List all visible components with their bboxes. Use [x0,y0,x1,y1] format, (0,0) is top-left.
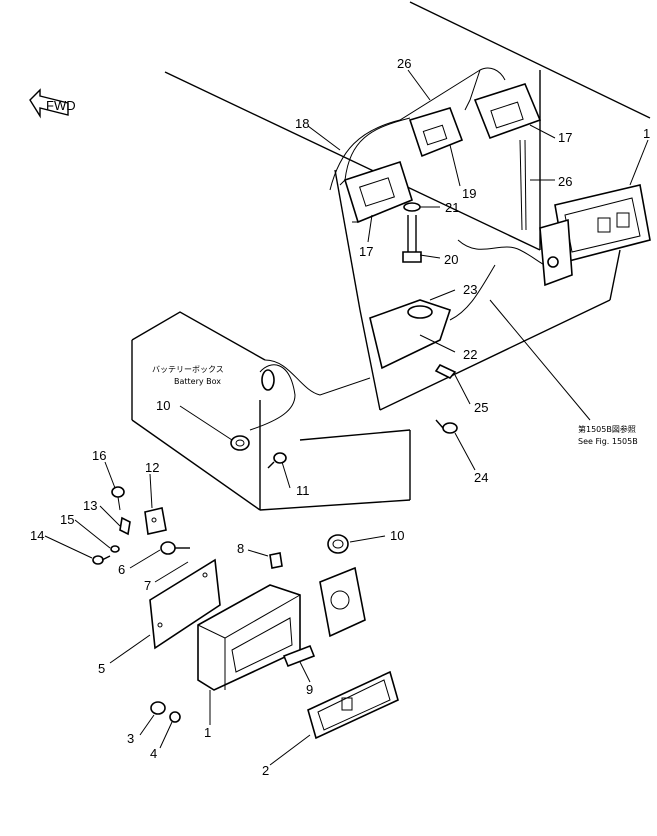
callout-1-right: 1 [643,126,650,141]
bolt-6 [160,541,190,555]
callout-2: 2 [262,763,269,778]
callout-23: 23 [463,282,477,297]
callout-9: 9 [306,682,313,697]
bolt-20 [402,202,422,263]
callout-14: 14 [30,528,44,543]
callout-1-lower: 1 [204,725,211,740]
bolt-24 [435,419,458,434]
callout-6: 6 [118,562,125,577]
nut-3 [150,701,166,715]
screw-16 [111,486,125,511]
fwd-label: FWD [46,98,76,113]
callout-15: 15 [60,512,74,527]
callout-8: 8 [237,541,244,556]
callout-20: 20 [444,252,458,267]
grommet-10-upper [230,435,250,451]
see-fig-jp: 第1505B図参照 [578,424,636,434]
callout-labels: 1 26 18 17 26 19 21 17 20 23 22 25 24 10… [30,56,650,778]
bolt-11 [267,452,287,469]
work-lamp-left [339,160,413,224]
callout-26-right: 26 [558,174,572,189]
battery-box-en: Battery Box [174,377,221,386]
washer-4 [169,711,181,723]
bulb-9 [282,644,316,668]
cover-plate-5 [149,558,221,650]
callout-25: 25 [474,400,488,415]
callout-17-right: 17 [558,130,572,145]
battery-box [131,311,411,511]
callout-13: 13 [83,498,97,513]
callout-21: 21 [445,200,459,215]
leader-lines [44,69,649,766]
callout-10-upper: 10 [156,398,170,413]
bracket-22-23 [369,299,457,379]
lamp-housing-lower [197,584,301,691]
battery-box-jp: バッテリーボックス [152,365,224,374]
battery-box-note: バッテリーボックス Battery Box [152,365,224,386]
screw-14 [92,555,111,565]
see-fig-note: 第1505B図参照 See Fig. 1505B [578,424,638,446]
callout-11: 11 [296,483,310,498]
see-fig-en: See Fig. 1505B [578,437,638,446]
lamp-assembly-right [539,184,651,287]
callout-12: 12 [145,460,159,475]
callout-26-top: 26 [397,56,411,71]
callout-18: 18 [295,116,309,131]
bracket-12 [144,507,167,535]
cab-frame [164,1,651,411]
work-lamp-center [408,107,464,158]
work-lamp-right [473,83,542,140]
callout-19: 19 [462,186,476,201]
washer-15 [110,545,120,553]
nut-8 [269,552,283,569]
fwd-arrow-icon: FWD [29,88,76,119]
lamp-lens-2 [307,670,399,740]
callout-10-lower: 10 [390,528,404,543]
callout-16: 16 [92,448,106,463]
callout-3: 3 [127,731,134,746]
callout-24: 24 [474,470,488,485]
callout-5: 5 [98,661,105,676]
callout-7: 7 [144,578,151,593]
callout-17-left: 17 [359,244,373,259]
callout-4: 4 [150,746,157,761]
callout-22: 22 [463,347,477,362]
lamp-holder [319,534,366,638]
clip-13 [119,516,131,536]
